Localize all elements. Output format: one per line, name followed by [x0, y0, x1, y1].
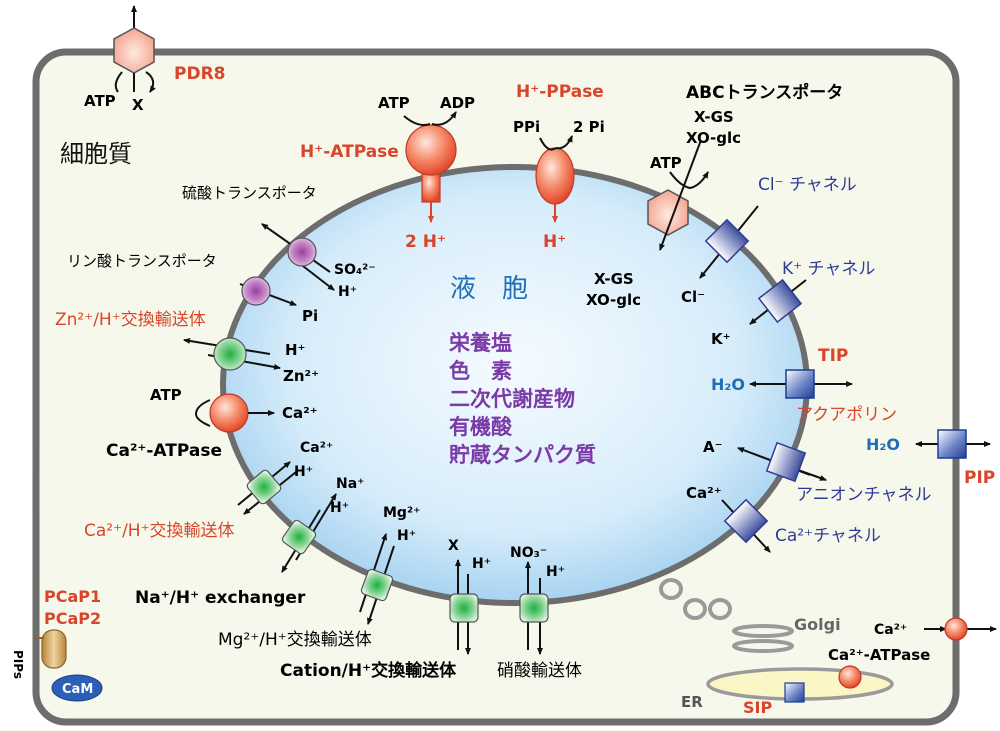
cytoplasm-label: 細胞質 — [60, 140, 132, 168]
nitrate-no3: NO₃⁻ — [510, 545, 547, 561]
h-ppase-ppi: PPi — [513, 118, 540, 136]
k-channel-label: K⁺ チャネル — [782, 259, 875, 279]
cl-ion: Cl⁻ — [681, 288, 705, 306]
pdr8-label: PDR8 — [174, 64, 226, 84]
zn-exchanger-label: Zn²⁺/H⁺交換輸送体 — [55, 310, 206, 330]
na-ion: Na⁺ — [336, 476, 365, 492]
cam-label: CaM — [62, 682, 93, 697]
content-secondary-metabolites: 二次代謝産物 — [449, 387, 575, 411]
cation-h: H⁺ — [472, 556, 491, 572]
ca-exchanger-h: H⁺ — [294, 464, 313, 480]
na-exchanger-label: Na⁺/H⁺ exchanger — [135, 588, 306, 608]
er-ca-atpase-label: Ca²⁺-ATPase — [828, 646, 930, 664]
sulfate-so4: SO₄²⁻ — [334, 262, 376, 278]
h-ppase-output: H⁺ — [543, 232, 566, 252]
h-atpase-adp: ADP — [440, 94, 475, 112]
ca-channel-label: Ca²⁺チャネル — [775, 526, 881, 546]
er-ca-atpase — [839, 666, 861, 688]
content-organic-acids: 有機酸 — [449, 415, 513, 439]
ca-exchanger-ion: Ca²⁺ — [300, 440, 333, 456]
abc-label: ABCトランスポータ — [686, 82, 843, 103]
anion-channel-label: アニオンチャネル — [796, 485, 932, 505]
er-ca-ion: Ca²⁺ — [874, 622, 907, 638]
pip-h2o: H₂O — [866, 435, 900, 454]
abc-in-xgs: X-GS — [594, 270, 634, 288]
zn-h: H⁺ — [285, 341, 305, 359]
pdr8-atp: ATP — [84, 92, 116, 110]
anion-ion: A⁻ — [703, 438, 723, 456]
content-storage-proteins: 貯蔵タンパク質 — [449, 443, 596, 467]
golgi-label: Golgi — [794, 615, 841, 634]
abc-in-xoglc: XO-glc — [586, 291, 641, 309]
sulfate-label: 硫酸トランスポータ — [182, 184, 317, 202]
h-atpase-label: H⁺-ATPase — [300, 142, 399, 162]
vacuole-label: 液 胞 — [450, 274, 528, 304]
er-label: ER — [681, 693, 703, 711]
pcap1-label: PCaP1 — [44, 587, 101, 606]
cl-channel-label: Cl⁻ チャネル — [758, 175, 857, 195]
abc-xgs: X-GS — [694, 108, 734, 126]
aquaporin-label: アクアポリン — [796, 405, 897, 425]
mg-h: H⁺ — [397, 528, 416, 544]
tip-h2o: H₂O — [711, 375, 745, 394]
ca-atpase-label: Ca²⁺-ATPase — [106, 441, 222, 461]
mg-ion: Mg²⁺ — [383, 505, 420, 521]
cation-exchanger-label: Cation/H⁺交換輸送体 — [280, 660, 457, 681]
h-ppase-2pi: 2 Pi — [573, 118, 605, 136]
ca-channel-ion: Ca²⁺ — [686, 484, 722, 502]
h-atpase-atp: ATP — [378, 94, 410, 112]
content-pigments: 色 素 — [449, 359, 512, 383]
h-ppase-label: H⁺-PPase — [516, 82, 604, 102]
pcap2-label: PCaP2 — [44, 609, 101, 628]
sulfate-h: H⁺ — [338, 284, 357, 300]
nitrate-label: 硝酸輸送体 — [497, 661, 582, 681]
k-ion: K⁺ — [711, 330, 731, 348]
ca-atpase-atp: ATP — [150, 386, 182, 404]
nitrate-h: H⁺ — [546, 564, 565, 580]
ca-exchanger-label: Ca²⁺/H⁺交換輸送体 — [84, 521, 235, 541]
sip-transporter — [785, 683, 804, 702]
content-nutrients: 栄養塩 — [448, 331, 512, 355]
phosphate-label: リン酸トランスポータ — [67, 252, 217, 270]
abc-atp: ATP — [650, 154, 682, 172]
ca-atpase-ion: Ca²⁺ — [282, 404, 318, 422]
tip-label: TIP — [818, 346, 848, 366]
cation-x: X — [448, 538, 459, 554]
sip-label: SIP — [743, 698, 772, 717]
phosphate-pi: Pi — [302, 307, 318, 325]
pip-label: PIP — [964, 468, 995, 488]
na-h: H⁺ — [330, 500, 349, 516]
zn-ion: Zn²⁺ — [283, 367, 319, 385]
mg-exchanger-label: Mg²⁺/H⁺交換輸送体 — [218, 630, 372, 650]
abc-xoglc: XO-glc — [686, 129, 741, 147]
pdr8-x: X — [132, 96, 144, 114]
pcap-protein — [42, 630, 66, 668]
pips-label: PIPs — [11, 650, 25, 679]
h-atpase-output: 2 H⁺ — [405, 232, 446, 252]
